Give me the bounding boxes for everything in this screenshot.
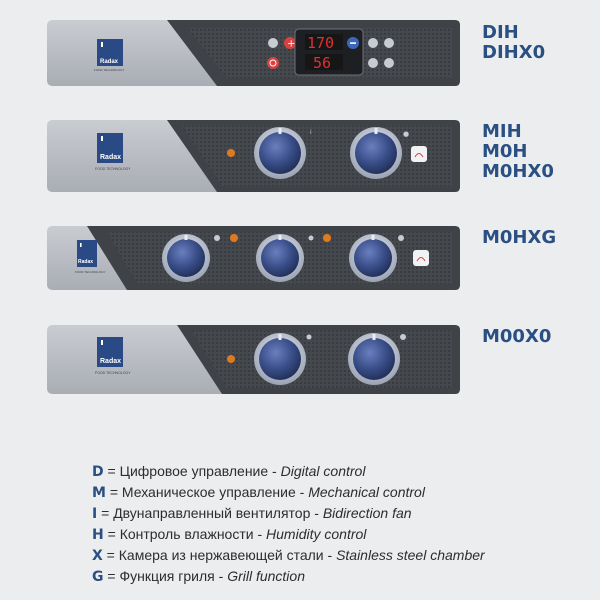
knob-temperature[interactable] xyxy=(256,234,304,282)
brand-name: Radax xyxy=(100,154,121,161)
legend-row-humidity: H = Контроль влажности - Humidity contro… xyxy=(92,526,367,543)
model-codes-mechanical-3: M0HXG xyxy=(482,227,557,248)
power-button[interactable] xyxy=(267,57,279,69)
indicator-light xyxy=(227,149,235,157)
display-humidity: 56 xyxy=(313,54,331,72)
svg-text:FOOD TECHNOLOGY: FOOD TECHNOLOGY xyxy=(94,68,124,72)
thermometer-icon: ⅰ xyxy=(310,129,312,136)
legend-row-mechanical: M = Механическое управление - Mechanical… xyxy=(92,484,425,501)
indicator-light xyxy=(230,234,238,242)
drop-icon xyxy=(398,235,404,241)
svg-text:FOOD TECHNOLOGY: FOOD TECHNOLOGY xyxy=(75,270,105,274)
display-temperature: 170 xyxy=(307,34,334,52)
plus-button[interactable] xyxy=(284,37,296,49)
knob-timer[interactable] xyxy=(162,234,210,282)
knob-humidity[interactable] xyxy=(350,127,402,179)
knob-timer[interactable] xyxy=(348,333,400,385)
panel-digital: Radax FOOD TECHNOLOGY + 170 56 xyxy=(47,20,460,86)
legend-row-steel: X = Камера из нержавеющей стали - Stainl… xyxy=(92,547,485,564)
knob-temperature[interactable] xyxy=(254,333,306,385)
svg-text:FOOD TECHNOLOGY: FOOD TECHNOLOGY xyxy=(95,371,131,375)
brand-name: Radax xyxy=(78,259,93,265)
drop-icon: ● xyxy=(403,130,409,138)
panel-mechanical-basic: Radax FOOD TECHNOLOGY xyxy=(47,325,460,394)
brand-name: Radax xyxy=(100,59,119,65)
up-button-icon[interactable] xyxy=(268,38,278,48)
legend-row-fan: I = Двунаправленный вентилятор - Bidirec… xyxy=(92,505,412,522)
legend-row-digital: D = Цифровое управление - Digital contro… xyxy=(92,463,366,480)
svg-text:+: + xyxy=(287,39,295,50)
model-codes-mechanical-basic: M00X0 xyxy=(482,326,552,347)
svg-text:FOOD TECHNOLOGY: FOOD TECHNOLOGY xyxy=(95,167,131,171)
model-codes-mechanical-2: MIH M0H M0HX0 xyxy=(482,121,554,182)
timer-button-icon[interactable] xyxy=(384,58,394,68)
indicator-light xyxy=(227,355,235,363)
legend-row-grill: G = Функция гриля - Grill function xyxy=(92,568,305,585)
program-button-icon[interactable] xyxy=(384,38,394,48)
model-codes-digital: DIH DIHX0 xyxy=(482,22,546,63)
thermometer-icon xyxy=(308,235,314,241)
steam-button-icon[interactable] xyxy=(368,58,378,68)
knob-humidity[interactable] xyxy=(349,234,397,282)
thermometer-icon xyxy=(306,334,312,340)
brand-logo xyxy=(77,240,97,267)
indicator-light xyxy=(323,234,331,242)
drop-icon xyxy=(400,334,406,340)
panel-mechanical-2: Radax FOOD TECHNOLOGY ⅰ ● xyxy=(47,120,460,192)
legend: D = Цифровое управление - Digital contro… xyxy=(92,461,485,587)
fan-button-icon[interactable] xyxy=(368,38,378,48)
clock-icon xyxy=(214,235,220,241)
panel-mechanical-3: Radax FOOD TECHNOLOGY xyxy=(47,226,460,290)
brand-name: Radax xyxy=(100,358,121,365)
knob-temperature[interactable] xyxy=(254,127,306,179)
